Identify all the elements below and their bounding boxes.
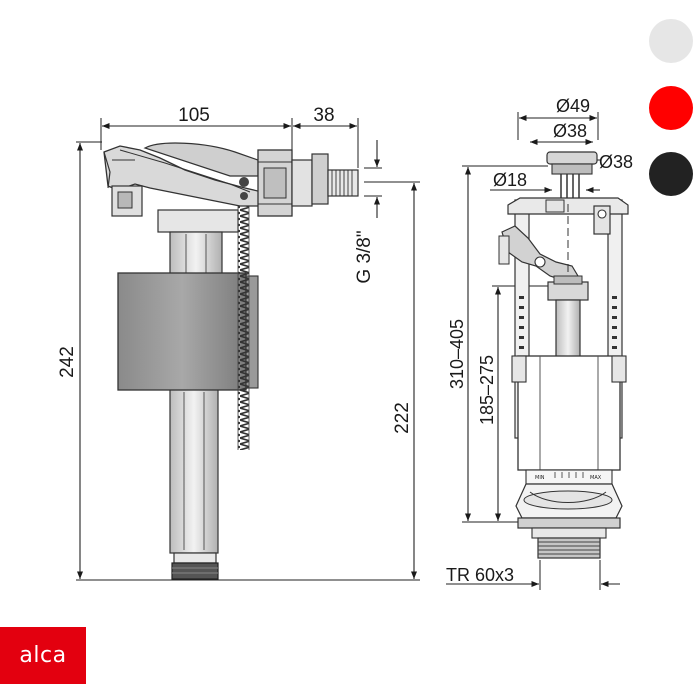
flush-valve-body <box>517 355 621 471</box>
dim-label-thread: G 3/8" <box>354 230 375 283</box>
dim-label-d18: Ø18 <box>493 170 527 190</box>
dim-label-d38: Ø38 <box>553 121 587 141</box>
dim-label-185-275: 185–275 <box>477 355 497 425</box>
spring-chain <box>238 190 249 450</box>
fill-valve-drawing: 105 38 242 222 G 3/8" <box>57 105 420 581</box>
scale-max: MAX <box>590 475 602 481</box>
dim-label-tr: TR 60x3 <box>446 565 514 585</box>
color-swatch-black[interactable] <box>649 152 693 196</box>
scale-min: MIN <box>535 475 545 481</box>
inlet-thread <box>327 169 359 197</box>
color-swatch-white[interactable] <box>649 19 693 63</box>
dim-label-105: 105 <box>178 105 210 126</box>
dim-label-d38-right: Ø38 <box>599 152 633 172</box>
logo-text: alca <box>19 643 67 668</box>
color-swatch-red[interactable] <box>649 86 693 130</box>
push-button <box>546 151 598 165</box>
dim-label-38: 38 <box>313 105 334 126</box>
dim-label-222: 222 <box>392 402 413 434</box>
alca-logo: alca <box>0 627 86 684</box>
dim-label-310-405: 310–405 <box>447 319 467 389</box>
dim-label-d49: Ø49 <box>556 96 590 116</box>
flush-valve-drawing: Ø49 Ø38 Ø38 Ø18 310–405 185–275 TR 60x3 <box>446 96 633 590</box>
outlet-thread <box>537 537 601 559</box>
float-box <box>117 272 247 391</box>
dim-label-242: 242 <box>57 346 78 378</box>
